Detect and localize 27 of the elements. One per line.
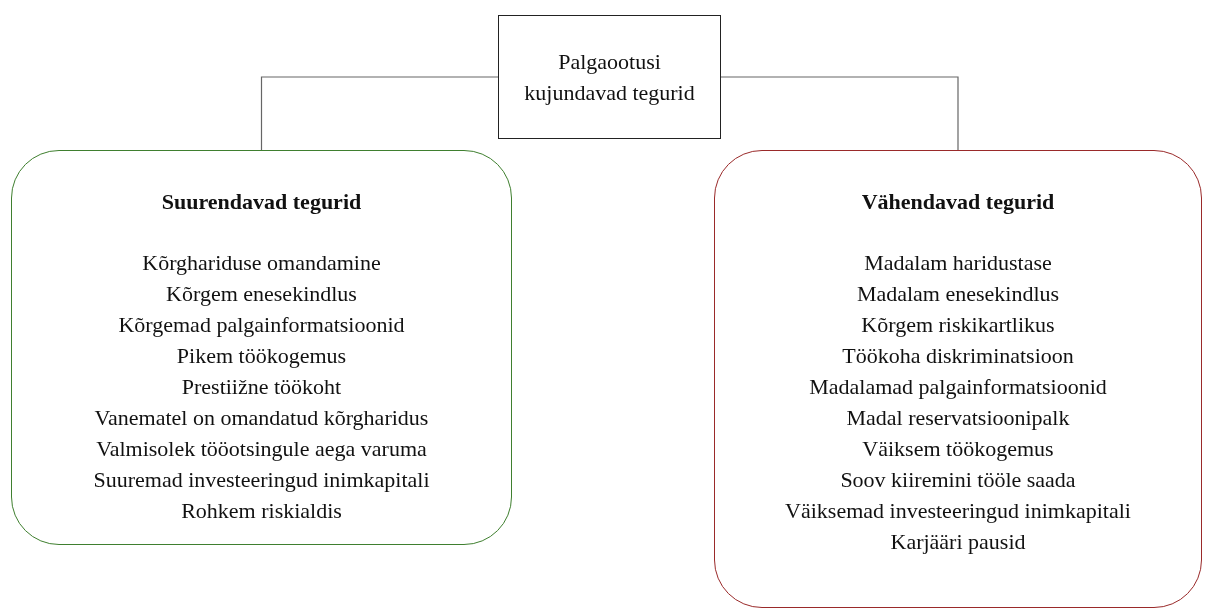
factor-item: Kõrgem enesekindlus xyxy=(166,280,357,308)
factor-item: Prestiižne töökoht xyxy=(181,373,342,401)
factor-item: Madalam enesekindlus xyxy=(856,280,1060,308)
factor-group-box xyxy=(11,150,512,545)
factor-item: Vanematel on omandatud kõrgharidus xyxy=(94,404,429,432)
factor-item: Madal reservatsioonipalk xyxy=(846,404,1070,432)
factor-item: Kõrgem riskikartlikus xyxy=(861,311,1055,339)
factor-item: Kõrghariduse omandamine xyxy=(142,249,381,277)
factor-item: Töökoha diskriminatsioon xyxy=(842,342,1074,370)
connector-line xyxy=(720,76,959,151)
factor-item: Kõrgemad palgainformatsioonid xyxy=(118,311,405,339)
factor-item: Madalam haridustase xyxy=(864,249,1052,277)
group-heading: Suurendavad tegurid xyxy=(161,189,362,215)
factor-item: Valmisolek tööotsingule aega varuma xyxy=(96,435,427,463)
group-heading: Vähendavad tegurid xyxy=(861,189,1055,215)
factor-group-box xyxy=(714,150,1202,608)
connector-line xyxy=(260,76,499,151)
factor-item: Väiksemad investeeringud inimkapitali xyxy=(785,497,1131,525)
factor-item: Suuremad investeeringud inimkapitali xyxy=(93,466,430,494)
factor-item: Soov kiiremini tööle saada xyxy=(840,466,1076,494)
factor-item: Väiksem töökogemus xyxy=(862,435,1054,463)
factor-item: Madalamad palgainformatsioonid xyxy=(809,373,1107,401)
factor-item: Karjääri pausid xyxy=(890,528,1026,556)
factor-item: Pikem töökogemus xyxy=(176,342,347,370)
title-box xyxy=(498,15,721,139)
box-title: Palgaootusi kujundavad tegurid xyxy=(523,48,696,107)
factor-item: Rohkem riskialdis xyxy=(181,497,342,525)
